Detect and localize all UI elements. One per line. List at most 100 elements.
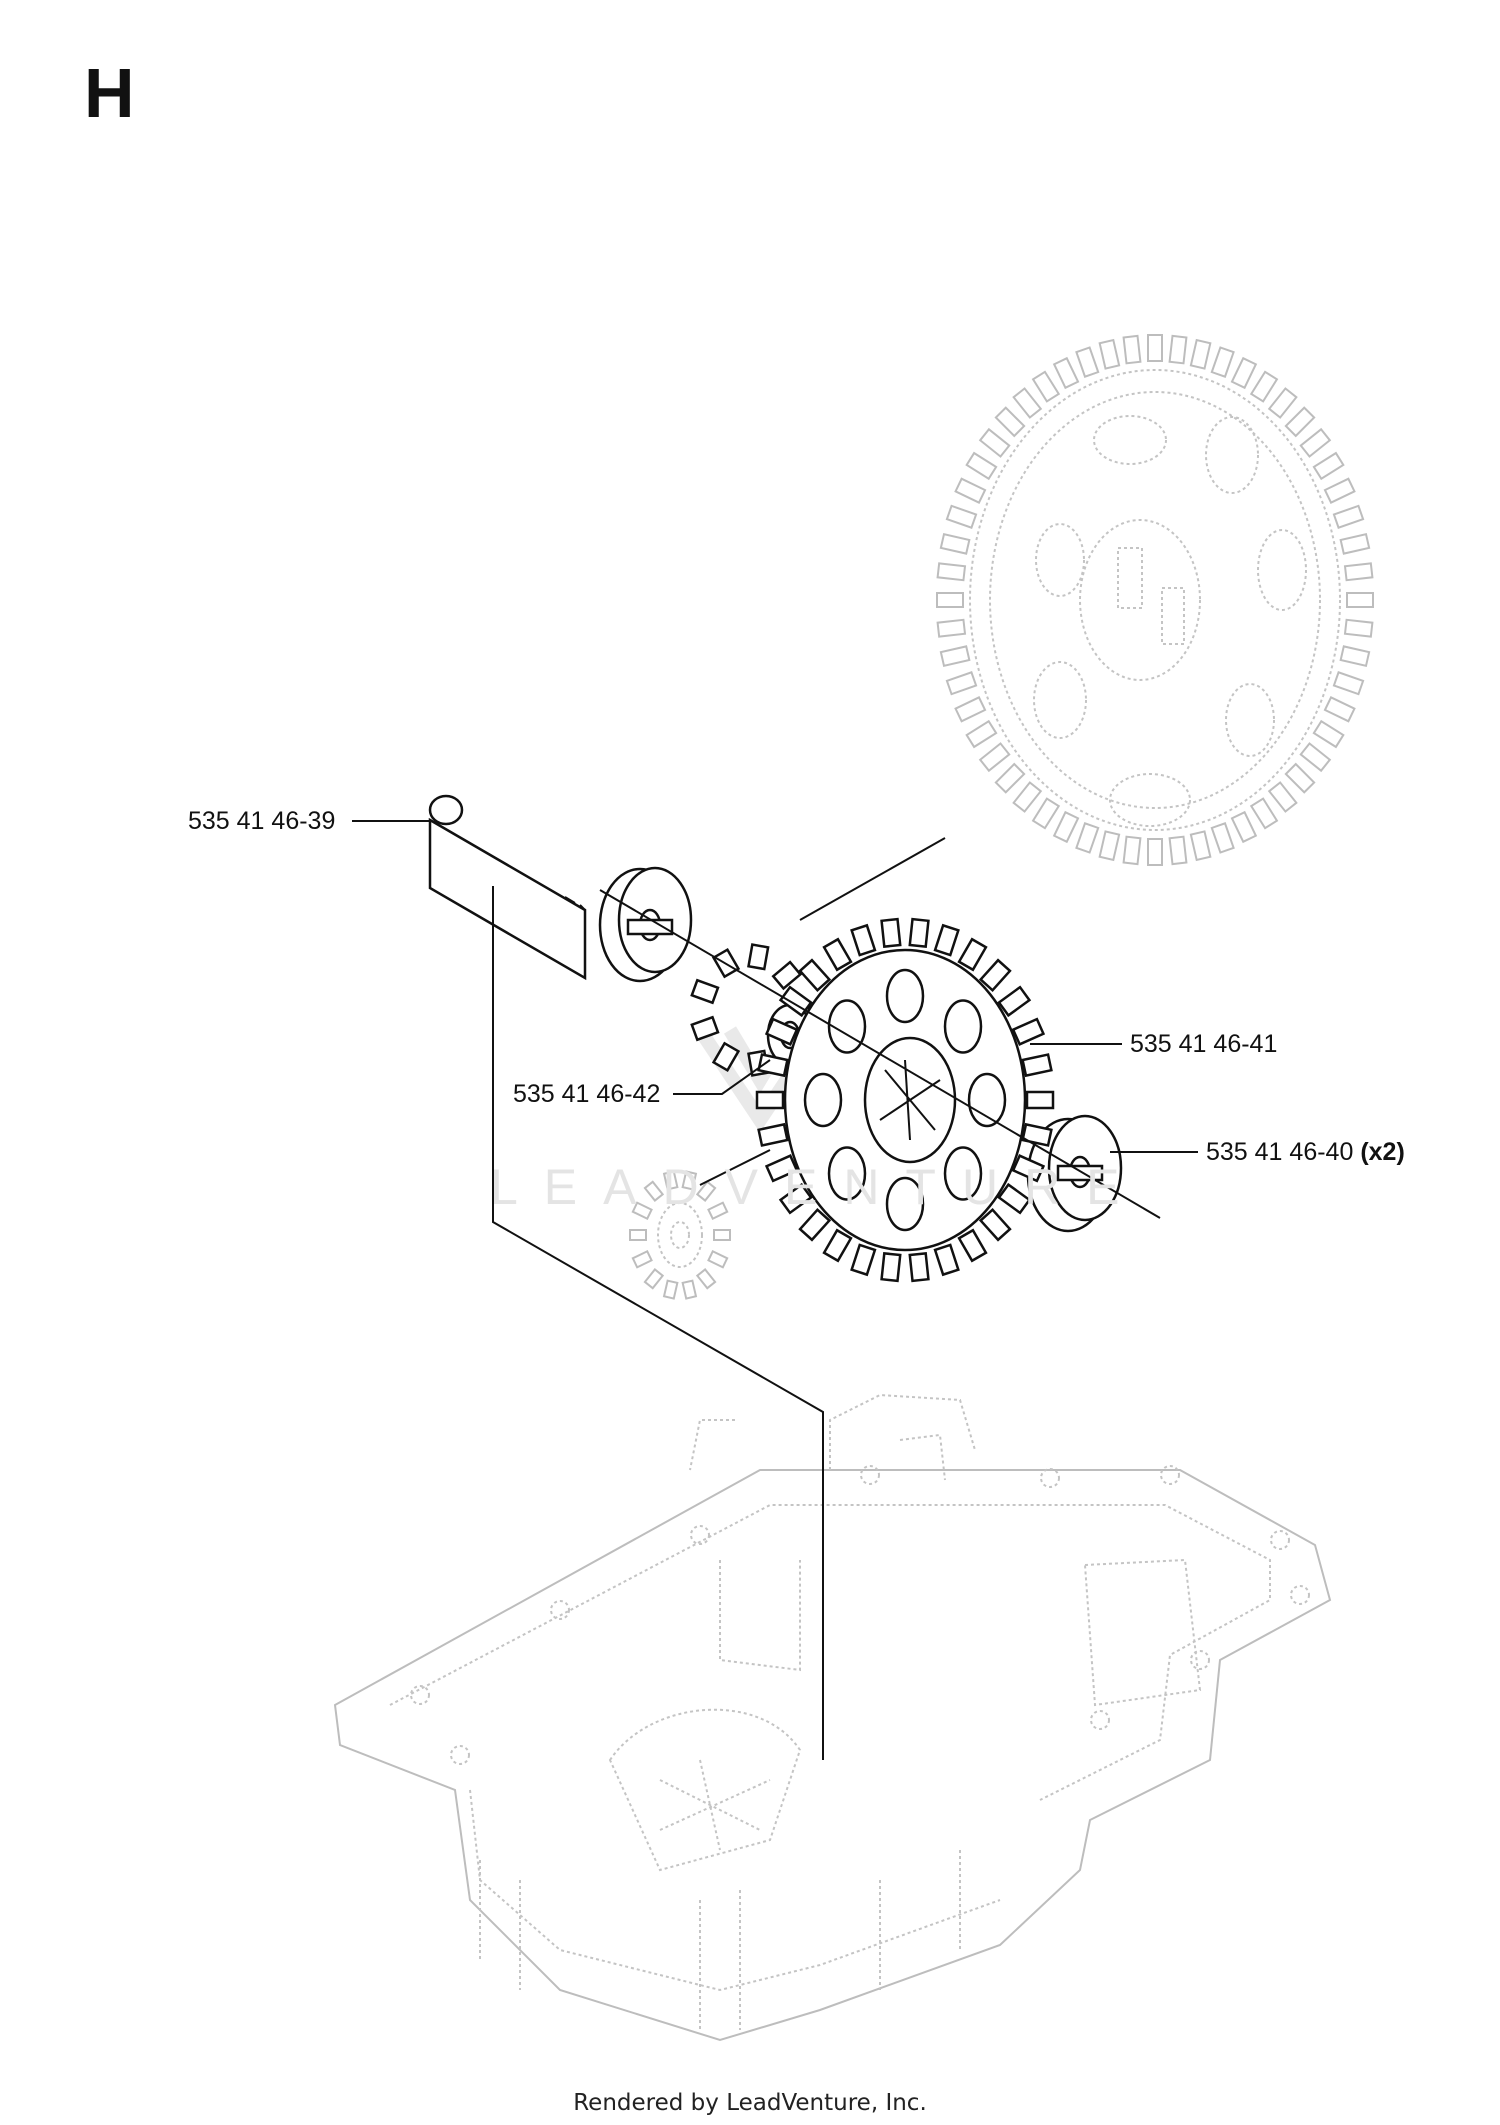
bolt-hole <box>1160 1465 1180 1485</box>
gear-tooth <box>939 645 971 668</box>
gear-tooth <box>1323 696 1356 723</box>
part-number: 535 41 46-39 <box>188 807 336 835</box>
gear-tooth <box>1147 334 1163 362</box>
gear-tooth <box>747 943 770 971</box>
bolt-hole <box>1290 1585 1310 1605</box>
bolt-hole <box>1190 1650 1210 1670</box>
gear-tooth <box>757 1053 789 1078</box>
gear-tooth <box>713 1229 731 1241</box>
part-quantity: (x2) <box>1360 1138 1405 1166</box>
part-label-shaft[interactable]: 535 41 46-39 <box>188 809 335 834</box>
spur-gear-part <box>755 917 1055 1283</box>
gear-tooth <box>1098 338 1121 370</box>
gear-tooth <box>1098 830 1121 862</box>
gear-tooth <box>1267 387 1298 419</box>
gear-tooth <box>1122 835 1142 866</box>
gear-tooth <box>1122 334 1142 365</box>
gear-tooth <box>711 1041 741 1073</box>
gear-tooth <box>1299 427 1332 458</box>
gear-tooth <box>1332 671 1365 696</box>
gear-tooth <box>994 406 1026 438</box>
large-drive-gear-ghost <box>936 334 1374 866</box>
gear-tooth <box>1210 822 1235 854</box>
bolt-hole <box>1270 1530 1290 1550</box>
spacer-washer-part-1 <box>598 866 693 983</box>
part-label-spacer[interactable]: 535 41 46-40 (x2) <box>1206 1140 1405 1165</box>
part-number: 535 41 46-42 <box>513 1080 661 1108</box>
gear-tooth <box>936 592 964 608</box>
bolt-hole <box>550 1600 570 1620</box>
gear-tooth <box>1339 532 1371 555</box>
gear-tooth <box>994 762 1026 794</box>
gear-tooth <box>954 696 987 723</box>
gear-tooth <box>1012 387 1043 419</box>
gear-tooth <box>1025 1090 1055 1110</box>
gear-tooth <box>978 742 1011 773</box>
gear-tooth <box>957 937 988 972</box>
gear-tooth <box>681 1170 698 1191</box>
leader-pinion <box>673 1059 771 1095</box>
gear-tooth <box>933 923 960 957</box>
gear-hole <box>967 1072 1007 1128</box>
crankcase-housing-ghost <box>333 1393 1332 2042</box>
gear-tooth <box>880 1251 902 1283</box>
gear-tooth <box>643 1268 665 1290</box>
bolt-hole <box>690 1525 710 1545</box>
gear-tooth <box>1189 830 1212 862</box>
gear-tooth <box>798 1208 832 1242</box>
gear-tooth <box>1075 822 1100 854</box>
gear-tooth <box>1267 781 1298 813</box>
gear-tooth <box>997 1182 1032 1215</box>
gear-tooth <box>1021 1053 1053 1078</box>
gear-tooth <box>1021 1122 1053 1147</box>
gear-tooth <box>1346 592 1374 608</box>
assembly-axis-lower <box>699 1149 771 1186</box>
gear-tooth <box>1249 370 1279 403</box>
gear-tooth <box>695 1180 717 1202</box>
gear-tooth <box>1031 370 1061 403</box>
gear-hole <box>943 999 983 1054</box>
gear-tooth <box>850 923 877 957</box>
gear-tooth <box>1312 451 1345 481</box>
gear-tooth <box>681 1279 698 1300</box>
assembly-axis-center <box>599 889 1161 1219</box>
gear-hole <box>885 968 925 1024</box>
gear-tooth <box>936 618 967 638</box>
gear-tooth <box>939 532 971 555</box>
gear-hole <box>885 1176 925 1232</box>
gear-tooth <box>764 1017 799 1046</box>
footer-credit: Rendered by LeadVenture, Inc. <box>573 2090 927 2116</box>
gear-tooth <box>822 937 853 972</box>
gear-hole <box>827 1146 867 1201</box>
gear-tooth <box>778 1182 813 1215</box>
gear-tooth <box>1332 504 1365 529</box>
gear-tooth <box>690 1015 720 1042</box>
gear-tooth <box>880 917 902 949</box>
part-label-pinion[interactable]: 535 41 46-42 <box>513 1082 660 1107</box>
gear-tooth <box>945 504 978 529</box>
gear-tooth <box>662 1170 679 1191</box>
gear-tooth <box>1343 618 1374 638</box>
shaft-part <box>428 794 587 981</box>
gear-tooth <box>945 671 978 696</box>
gear-tooth <box>1168 334 1188 365</box>
bolt-hole <box>860 1465 880 1485</box>
part-label-spur-gear[interactable]: 535 41 46-41 <box>1130 1032 1277 1057</box>
gear-tooth <box>1031 797 1061 830</box>
gear-tooth <box>978 427 1011 458</box>
gear-tooth <box>1230 810 1258 844</box>
gear-tooth <box>822 1228 853 1263</box>
gear-tooth <box>631 1201 653 1221</box>
gear-tooth <box>1052 356 1080 390</box>
gear-tooth <box>1284 406 1316 438</box>
gear-tooth <box>1147 838 1163 866</box>
gear-tooth <box>965 719 998 749</box>
gear-hole <box>803 1072 843 1128</box>
gear-tooth <box>957 1228 988 1263</box>
gear-tooth <box>690 978 720 1005</box>
gear-tooth <box>908 1251 930 1283</box>
leader-lines <box>352 820 1198 1760</box>
gear-tooth <box>1210 346 1235 378</box>
gear-tooth <box>1012 781 1043 813</box>
